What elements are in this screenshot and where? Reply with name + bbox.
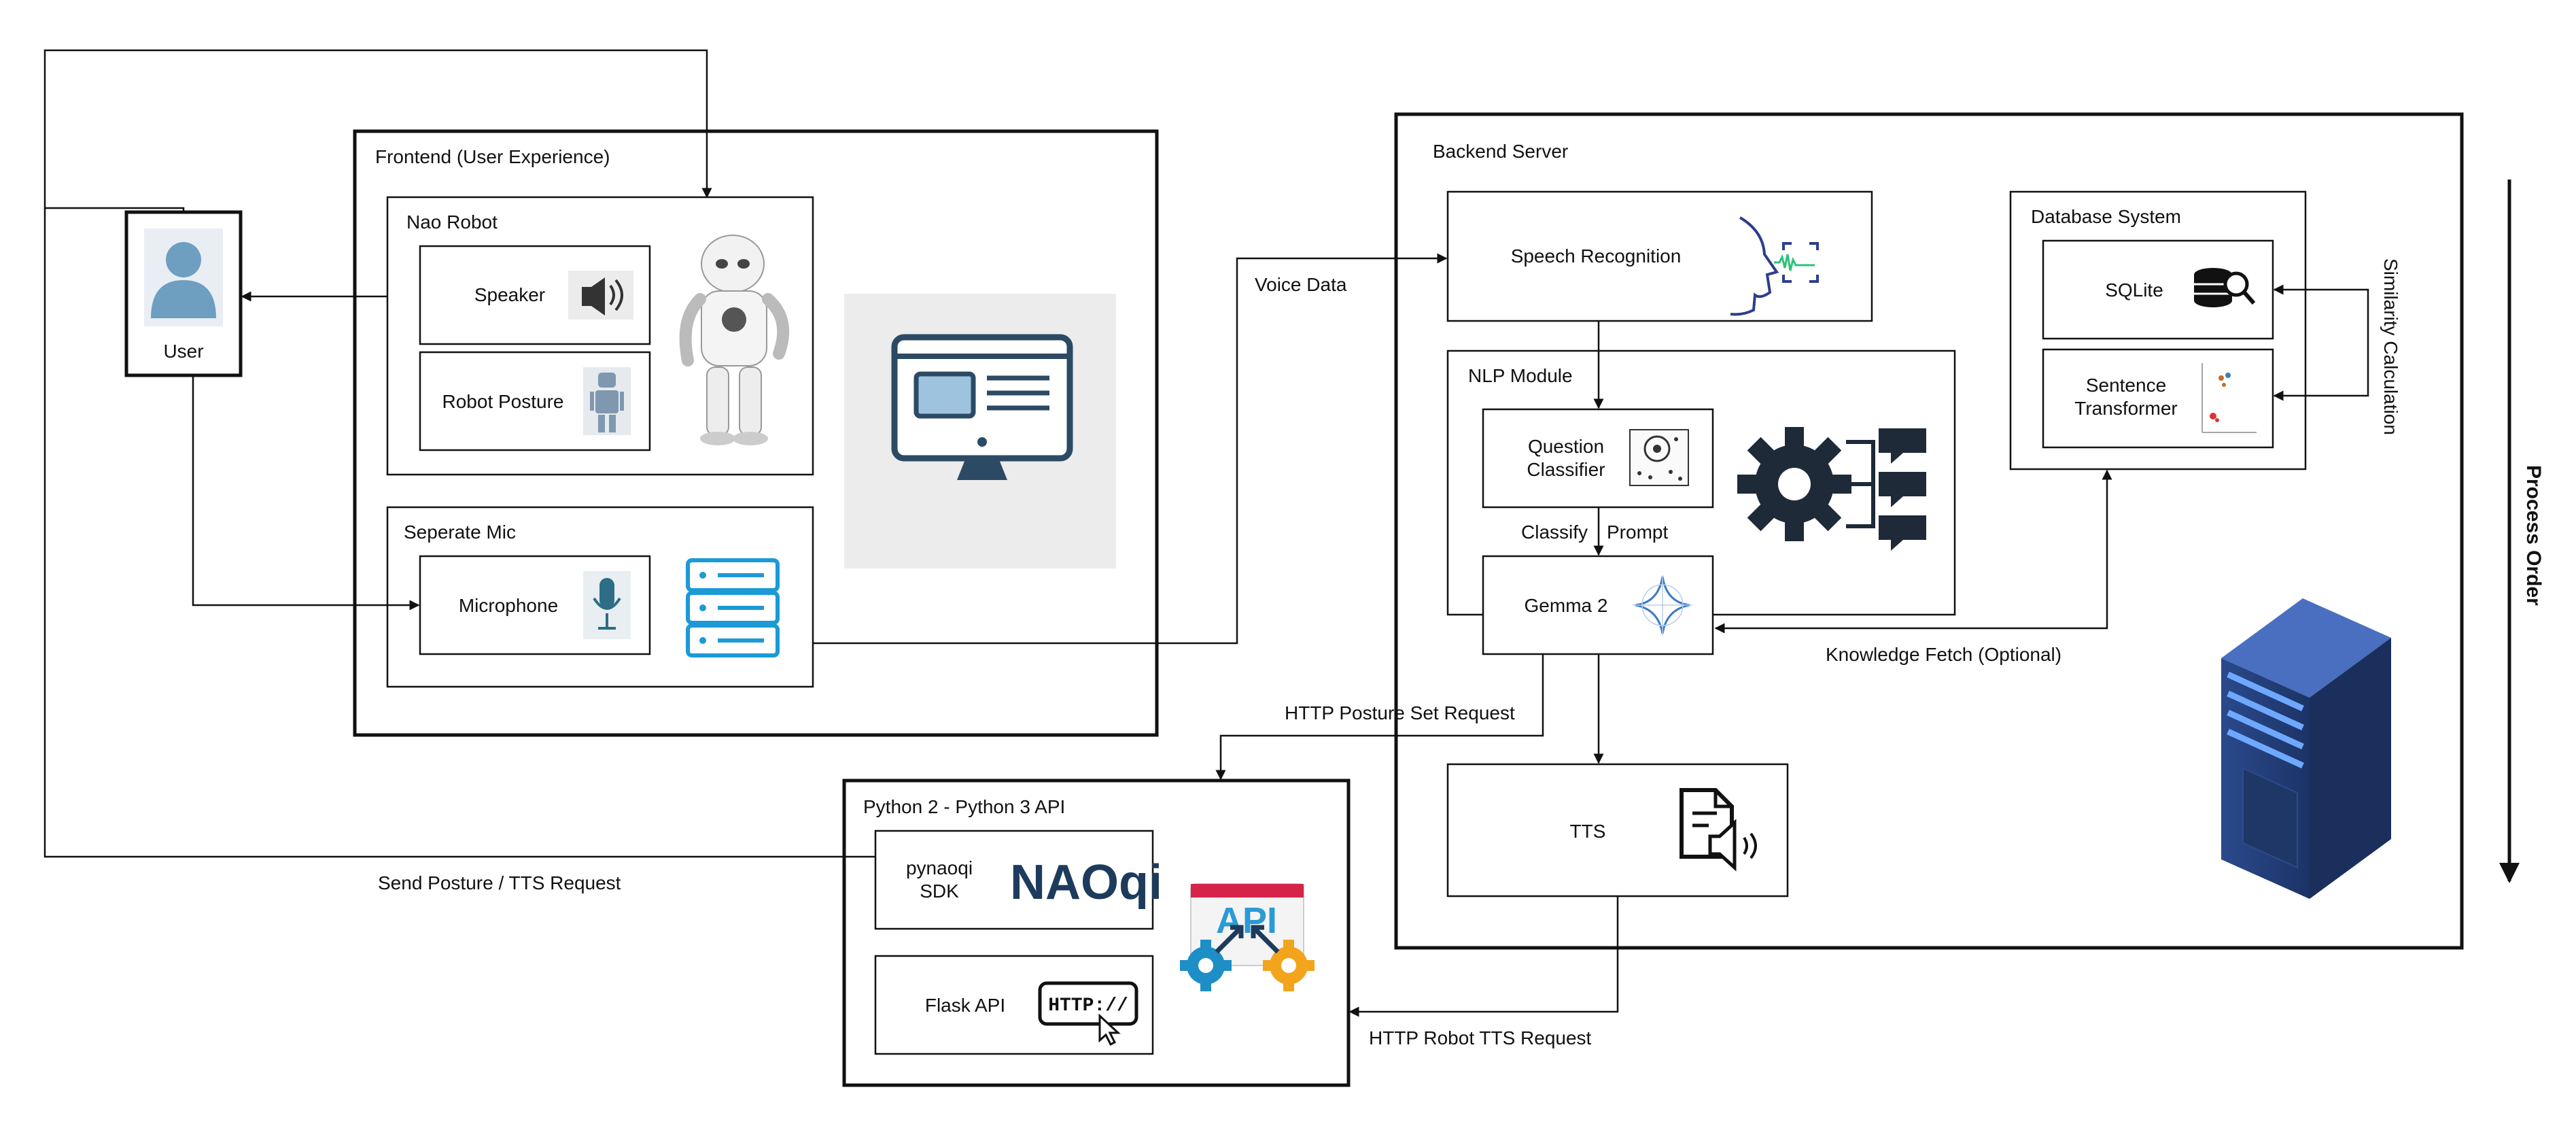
http-cursor-icon: HTTP:// (1038, 981, 1138, 1046)
similarity-calculation-label: Similarity Calculation (2380, 258, 2401, 435)
python-api-container: Python 2 - Python 3 API (842, 779, 1351, 1087)
robot-icon (583, 367, 631, 435)
speaker-label: Speaker (474, 284, 545, 305)
voice-data-label: Voice Data (1255, 274, 1347, 295)
frontend-title: Frontend (User Experience) (375, 146, 610, 167)
edge-similarity: Similarity Calculation (2273, 258, 2401, 435)
flask-api-node: Flask API HTTP:// (874, 955, 1154, 1055)
user-label: User (163, 341, 203, 362)
database-system-title: Database System (2031, 206, 2181, 227)
nlp-module-title: NLP Module (1468, 365, 1573, 386)
quiz-chart-icon (1629, 429, 1689, 486)
api-gears-icon: API (1180, 883, 1315, 991)
pynaoqi-node: pynaoqi SDK NAOqi (874, 830, 1162, 930)
gear-chat-icon (1737, 427, 1926, 551)
sparkle-icon (1633, 575, 1692, 635)
question-classifier-node: Question Classifier (1482, 408, 1714, 509)
nao-robot-title: Nao Robot (406, 211, 498, 233)
speech-recognition-node: Speech Recognition (1446, 190, 1873, 322)
speech-face-icon (1730, 216, 1819, 316)
question-classifier-label-line1: Question (1528, 436, 1604, 457)
http-tts-label: HTTP Robot TTS Request (1369, 1027, 1592, 1048)
nao-robot-container: Nao Robot (386, 196, 814, 476)
separate-mic-container: Seperate Mic (386, 506, 814, 688)
http-posture-label: HTTP Posture Set Request (1285, 702, 1515, 723)
prompt-label: Prompt (1607, 522, 1668, 543)
edge-user-to-robot (43, 49, 712, 212)
user-avatar-icon (144, 228, 223, 326)
edge-mic-to-speech: Voice Data (813, 253, 1448, 645)
sqlite-label: SQLite (2105, 279, 2163, 301)
pynaoqi-label-line2: SDK (920, 881, 959, 902)
sentence-transformer-label-line2: Transformer (2074, 398, 2177, 419)
send-posture-label: Send Posture / TTS Request (378, 872, 621, 893)
server-rack-icon (686, 558, 780, 657)
microphone-label: Microphone (459, 595, 558, 616)
edge-gemma-database: Knowledge Fetch (Optional) (1714, 469, 2112, 665)
document-speaker-icon (1679, 788, 1757, 872)
robot-posture-node: Robot Posture (419, 351, 651, 451)
server-tower-icon (2221, 598, 2391, 899)
edge-classifier-to-gemma: Classify Prompt (1521, 507, 1668, 556)
gemma-node: Gemma 2 (1482, 555, 1714, 655)
database-search-icon (2194, 268, 2256, 307)
user-node: User (124, 210, 243, 377)
speaker-icon (568, 271, 633, 320)
robot-posture-label: Robot Posture (442, 391, 564, 412)
gemma-label: Gemma 2 (1525, 595, 1608, 616)
speech-recognition-label: Speech Recognition (1511, 245, 1682, 267)
tts-label: TTS (1570, 821, 1606, 842)
scatter-plot-icon (2201, 363, 2257, 433)
http-badge-text: HTTP:// (1048, 995, 1128, 1016)
database-system-container: Database System (2009, 190, 2307, 471)
microphone-icon (583, 571, 631, 639)
microphone-node: Microphone (419, 555, 651, 655)
speaker-node: Speaker (419, 245, 651, 345)
flask-api-label: Flask API (925, 995, 1005, 1016)
process-order-label: Process Order (2522, 465, 2545, 606)
edge-api-to-robot: Send Posture / TTS Request (43, 208, 875, 893)
sqlite-node: SQLite (2042, 239, 2274, 340)
edge-gemma-to-api: HTTP Posture Set Request (1215, 654, 1544, 781)
question-classifier-label-line2: Classifier (1527, 459, 1605, 480)
api-badge-text: API (1216, 900, 1277, 941)
tts-node: TTS (1446, 763, 1789, 898)
sentence-transformer-node: Sentence Transformer (2042, 348, 2274, 449)
edge-tts-to-api: HTTP Robot TTS Request (1348, 896, 1619, 1048)
frontend-container: Frontend (User Experience) (353, 129, 1159, 737)
nao-robot-image (679, 235, 790, 445)
separate-mic-title: Seperate Mic (404, 522, 516, 543)
python-api-title: Python 2 - Python 3 API (863, 796, 1065, 817)
monitor-icon (844, 294, 1116, 568)
process-order-indicator: Process Order (2499, 180, 2545, 883)
backend-container: Backend Server (1394, 112, 2464, 950)
sentence-transformer-label-line1: Sentence (2086, 375, 2166, 396)
classify-label: Classify (1521, 522, 1588, 543)
naoqi-logo: NAOqi (1010, 855, 1162, 910)
backend-title: Backend Server (1433, 141, 1568, 162)
edge-user-to-microphone (192, 375, 420, 611)
pynaoqi-label-line1: pynaoqi (906, 857, 973, 878)
knowledge-fetch-label: Knowledge Fetch (Optional) (1826, 644, 2061, 665)
